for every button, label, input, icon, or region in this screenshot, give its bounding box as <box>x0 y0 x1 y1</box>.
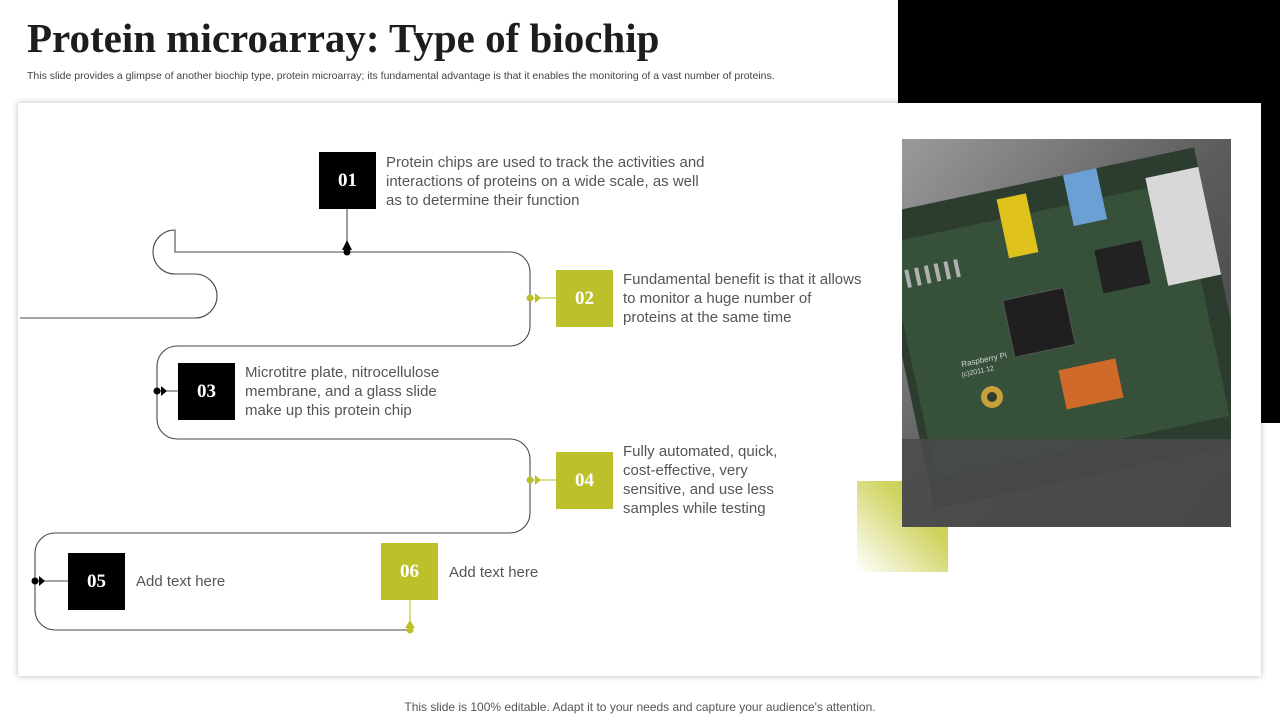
step-number-06: 06 <box>381 543 438 600</box>
step-number-05: 05 <box>68 553 125 610</box>
node-dot <box>526 294 534 302</box>
footer-note: This slide is 100% editable. Adapt it to… <box>404 700 876 714</box>
arrow-right-icon <box>161 386 167 396</box>
step-text-01: Protein chips are used to track the acti… <box>386 154 705 209</box>
arrow-up-icon <box>405 620 415 628</box>
step-text-04: Fully automated, quick, cost-effective, … <box>623 443 778 517</box>
circuit-board-photo: Raspberry Pi (c)2011.12 <box>902 139 1231 527</box>
step-text-02: Fundamental benefit is that it allows to… <box>623 271 862 326</box>
step-text-05: Add text here <box>136 573 226 590</box>
page-subtitle: This slide provides a glimpse of another… <box>27 70 775 82</box>
step-text-06: Add text here <box>449 564 539 581</box>
node-dot <box>31 577 39 585</box>
node-dot <box>343 248 351 256</box>
node-dot <box>153 387 161 395</box>
flow-path <box>20 229 531 631</box>
arrow-right-icon <box>535 475 541 485</box>
node-dot <box>406 626 414 634</box>
step-text-03: Microtitre plate, nitrocellulose membran… <box>245 364 440 419</box>
step-number-03: 03 <box>178 363 235 420</box>
page-title: Protein microarray: Type of biochip <box>27 15 660 61</box>
arrow-right-icon <box>39 576 45 586</box>
step-number-02: 02 <box>556 270 613 327</box>
step-number-04: 04 <box>556 452 613 509</box>
arrow-up-icon <box>342 240 352 250</box>
step-number-01: 01 <box>319 152 376 209</box>
arrow-right-icon <box>535 293 541 303</box>
node-dot <box>526 476 534 484</box>
